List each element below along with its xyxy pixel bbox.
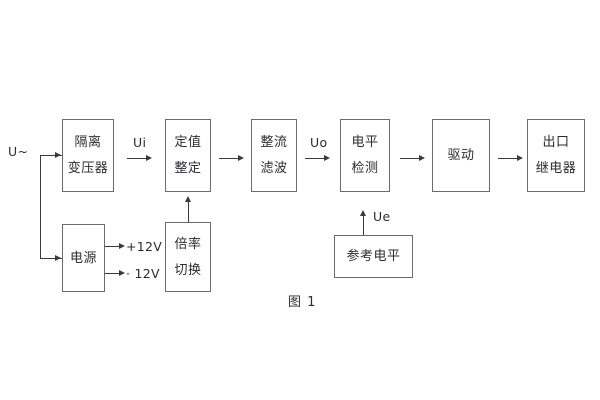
wire-isolation-to-setting bbox=[127, 158, 150, 160]
block-isolation-transformer[interactable]: 隔离 变压器 bbox=[62, 119, 114, 192]
block-reference-level[interactable]: 参考电平 bbox=[334, 235, 413, 278]
signal-label-rail-negative: · 12V bbox=[126, 266, 160, 281]
block-level-detection-line-1: 电平 bbox=[351, 135, 379, 150]
block-drive-line-1: 驱动 bbox=[447, 148, 475, 163]
arrowhead-level-to-drive bbox=[419, 154, 425, 161]
arrowhead-reference-to-level-detection bbox=[360, 210, 366, 216]
wire-power-rail-negative bbox=[105, 273, 122, 275]
arrowhead-multiplier-to-setting bbox=[184, 196, 191, 202]
block-setting-value-line-1: 定值 bbox=[174, 135, 202, 150]
block-drive[interactable]: 驱动 bbox=[432, 119, 490, 192]
block-power-supply-line-1: 电源 bbox=[69, 250, 97, 266]
signal-label-rail-positive: +12V bbox=[126, 239, 163, 254]
block-output-relay-line-1: 出口 bbox=[542, 135, 570, 150]
block-multiplier-switch-line-2: 切换 bbox=[174, 262, 202, 278]
wire-branch-vertical bbox=[40, 155, 42, 259]
block-power-supply[interactable]: 电源 bbox=[62, 224, 105, 292]
arrowhead-rail-negative bbox=[119, 269, 125, 276]
wire-power-rail-positive bbox=[105, 246, 122, 248]
block-setting-value[interactable]: 定值 整定 bbox=[165, 119, 211, 192]
signal-label-ue: Ue bbox=[373, 209, 391, 224]
figure-caption: 图 1 bbox=[288, 295, 317, 310]
block-reference-level-line-1: 参考电平 bbox=[346, 249, 401, 264]
wire-input-to-branch bbox=[40, 155, 62, 157]
block-setting-value-line-2: 整定 bbox=[174, 161, 202, 176]
arrowhead-drive-to-output-relay bbox=[517, 154, 523, 161]
wire-level-to-drive bbox=[400, 158, 423, 160]
arrowhead-rail-positive bbox=[119, 242, 125, 249]
block-rectifier-filter-line-2: 滤波 bbox=[260, 161, 288, 176]
wire-multiplier-to-setting bbox=[187, 200, 189, 222]
arrowhead-setting-to-rectifier bbox=[238, 154, 244, 161]
block-level-detection[interactable]: 电平 检测 bbox=[340, 119, 390, 192]
signal-label-uo: Uo bbox=[310, 135, 328, 150]
arrowhead-isolation-to-setting bbox=[146, 154, 152, 161]
arrowhead-to-power-supply bbox=[55, 254, 61, 261]
signal-label-ui: Ui bbox=[133, 135, 147, 150]
wire-drive-to-output-relay bbox=[498, 158, 521, 160]
block-multiplier-switch-line-1: 倍率 bbox=[174, 236, 202, 252]
block-multiplier-switch[interactable]: 倍率 切换 bbox=[165, 222, 211, 292]
wire-branch-to-power-supply bbox=[40, 258, 62, 260]
wire-reference-to-level-detection bbox=[363, 214, 365, 235]
arrowhead-to-isolation-transformer bbox=[55, 151, 61, 158]
block-isolation-transformer-line-1: 隔离 bbox=[74, 135, 102, 150]
block-level-detection-line-2: 检测 bbox=[351, 161, 379, 176]
wire-setting-to-rectifier bbox=[219, 158, 242, 160]
wire-rectifier-to-level bbox=[305, 158, 328, 160]
block-rectifier-filter-line-1: 整流 bbox=[260, 135, 288, 150]
arrowhead-rectifier-to-level bbox=[324, 154, 330, 161]
signal-label-input-supply: U~ bbox=[8, 144, 29, 159]
block-isolation-transformer-line-2: 变压器 bbox=[67, 161, 109, 176]
block-rectifier-filter[interactable]: 整流 滤波 bbox=[251, 119, 297, 192]
block-output-relay-line-2: 继电器 bbox=[535, 161, 577, 176]
block-output-relay[interactable]: 出口 继电器 bbox=[527, 119, 585, 192]
